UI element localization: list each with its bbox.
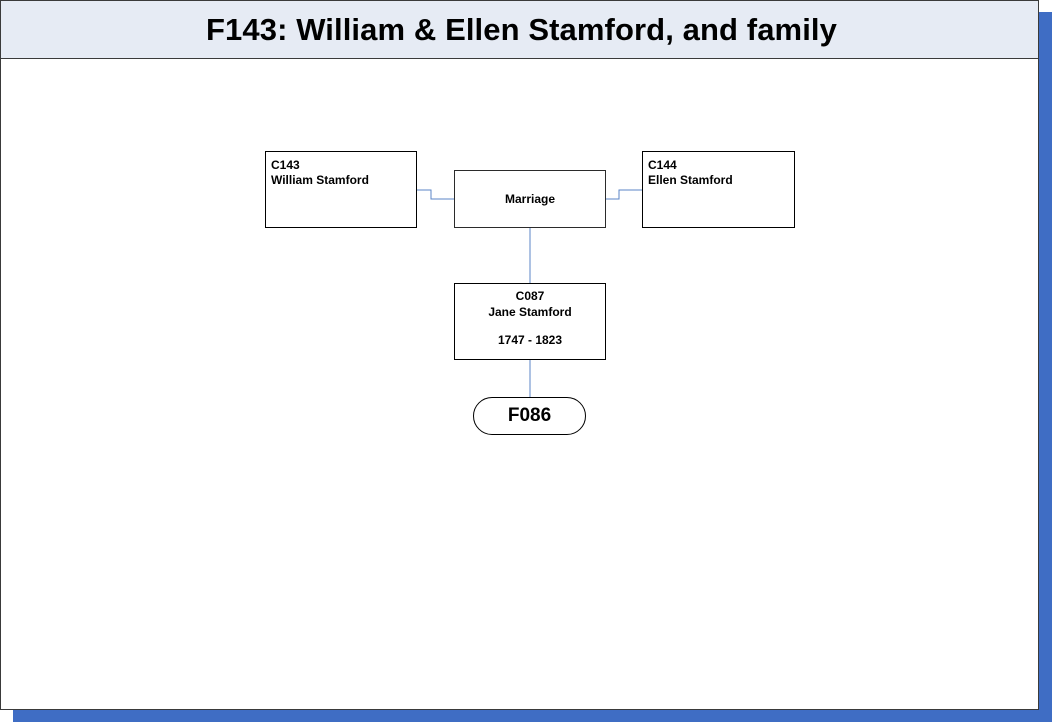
child-id: C087 xyxy=(515,289,545,303)
marriage-box[interactable]: Marriage xyxy=(454,170,606,228)
family-link-button[interactable]: F086 xyxy=(473,397,586,435)
father-id: C143 xyxy=(271,158,300,172)
page-title: F143: William & Ellen Stamford, and fami… xyxy=(206,11,837,47)
marriage-label: Marriage xyxy=(504,191,556,206)
father-name: William Stamford xyxy=(271,173,369,187)
title-bar: F143: William & Ellen Stamford, and fami… xyxy=(1,1,1038,59)
child-name: Jane Stamford xyxy=(488,305,572,319)
mother-id: C144 xyxy=(648,158,677,172)
child-dates: 1747 - 1823 xyxy=(497,333,563,347)
mother-name: Ellen Stamford xyxy=(648,173,733,187)
mother-box[interactable]: C144 Ellen Stamford xyxy=(642,151,795,228)
family-link-label: F086 xyxy=(507,405,552,426)
father-box[interactable]: C143 William Stamford xyxy=(265,151,417,228)
child-box[interactable]: C087 Jane Stamford 1747 - 1823 xyxy=(454,283,606,360)
